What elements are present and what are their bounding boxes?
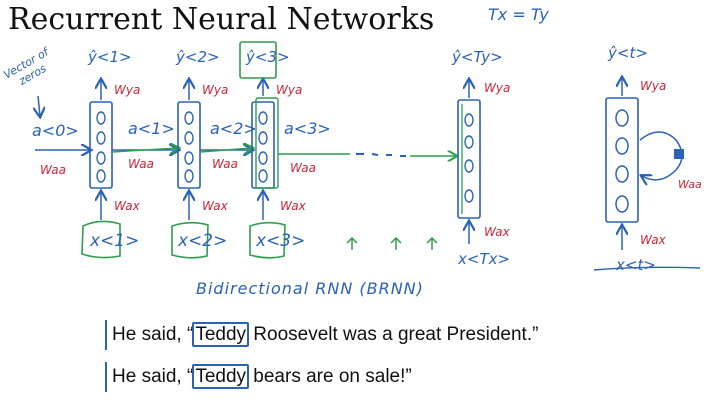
x2-box	[171, 221, 209, 259]
a0-label: a<0>	[32, 121, 79, 140]
rnn-cell-3	[251, 97, 279, 189]
green-up-arrow-1	[346, 236, 358, 250]
sentence-2-bracket	[105, 362, 107, 392]
brnn-label: Bidirectional RNN (BRNN)	[196, 279, 424, 298]
xtx-label: x<Tx>	[457, 250, 510, 268]
y3-box	[239, 41, 277, 79]
a2-green-arrow	[199, 148, 252, 152]
waa-label-3: Waa	[290, 161, 316, 175]
wax-label-3: Wax	[280, 199, 307, 213]
rolled-delay-block	[674, 149, 684, 159]
rnn-cell-2	[177, 101, 201, 189]
green-up-arrow-2	[390, 236, 402, 250]
a3-label: a<3>	[284, 119, 331, 138]
a2-label: a<2>	[210, 119, 257, 138]
zeros-pointer-arrow	[38, 95, 40, 116]
x1-label: x<1>	[89, 231, 139, 251]
waa-label-1: Waa	[128, 157, 154, 171]
sentence-1-bracket	[105, 320, 107, 350]
x3-box	[249, 221, 286, 259]
green-up-arrow-3	[426, 236, 438, 250]
wya-label-tx: Wya	[484, 81, 510, 95]
sentence-1-before: He said, “	[112, 324, 194, 345]
rolled-x-label: x<t>	[615, 256, 656, 274]
waa-label-2: Waa	[212, 157, 238, 171]
rolled-wya-label: Wya	[640, 79, 666, 93]
sentence-2-after: bears are on sale!”	[248, 366, 412, 387]
rnn-cell-1	[89, 101, 113, 189]
x3-label: x<3>	[255, 231, 305, 251]
y3-label: ŷ<3>	[245, 48, 290, 66]
slide-title: Recurrent Neural Networks	[8, 2, 435, 37]
rolled-waa-label: Waa	[678, 178, 702, 191]
rolled-rnn-cell	[605, 97, 639, 223]
wya-label-1: Wya	[114, 83, 140, 97]
wax-label-tx: Wax	[484, 225, 511, 239]
wax-label-2: Wax	[202, 199, 229, 213]
sentence-2: He said, “Teddy bears are on sale!”	[112, 364, 412, 389]
rolled-underline	[593, 266, 701, 271]
rnn-cell-tx	[457, 99, 481, 219]
x2-label: x<2>	[177, 231, 227, 251]
waa-label-0: Waa	[40, 163, 66, 177]
a1-green-arrow	[111, 148, 178, 152]
y2-label: ŷ<2>	[175, 48, 220, 66]
sentence-1-teddy: Teddy	[192, 322, 250, 347]
sentence-1: He said, “Teddy Roosevelt was a great Pr…	[112, 322, 539, 347]
rolled-wax-label: Wax	[640, 233, 667, 247]
sentence-2-teddy: Teddy	[192, 364, 250, 389]
a1-label: a<1>	[128, 119, 175, 138]
sentence-1-after: Roosevelt was a great President.”	[248, 324, 539, 345]
sentence-2-before: He said, “	[112, 366, 194, 387]
wax-label-1: Wax	[114, 199, 141, 213]
corner-note: Tx = Ty	[488, 5, 549, 24]
wya-label-2: Wya	[202, 83, 228, 97]
yty-label: ŷ<Ty>	[451, 48, 503, 66]
wya-label-3: Wya	[276, 83, 302, 97]
ellipsis-dashes	[356, 153, 406, 157]
y1-label: ŷ<1>	[87, 48, 132, 66]
x1-box	[81, 220, 121, 259]
rolled-y-label: ŷ<t>	[607, 44, 648, 62]
